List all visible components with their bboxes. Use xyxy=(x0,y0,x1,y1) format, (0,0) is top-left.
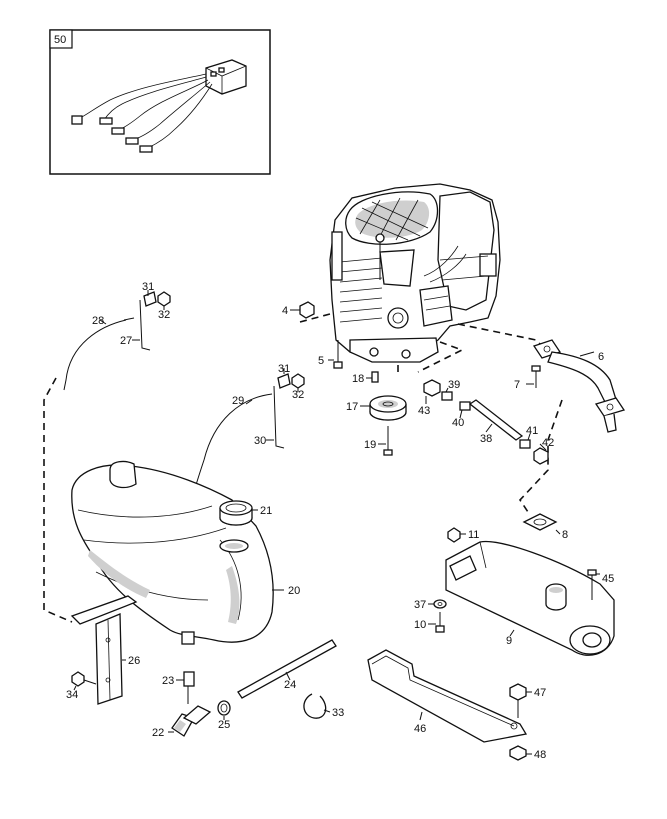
part-31-clip-upper: 31 xyxy=(142,281,157,307)
part-11-nut: 11 xyxy=(447,527,479,543)
callout-19: 19 xyxy=(364,439,376,451)
callout-43: 43 xyxy=(418,405,430,417)
part-19-bolt: 19 xyxy=(364,426,393,456)
callout-17: 17 xyxy=(346,401,358,413)
callout-31a: 31 xyxy=(142,281,154,293)
callout-39: 39 xyxy=(448,379,460,391)
dashed-connections xyxy=(43,313,563,623)
callout-21: 21 xyxy=(260,505,272,517)
callout-48: 48 xyxy=(534,749,546,761)
part-23-fitting: 23 xyxy=(162,671,195,704)
part-32-nut-upper: 32 xyxy=(157,291,171,321)
callout-40: 40 xyxy=(452,417,464,429)
part-31-clip-lower: 31 xyxy=(277,363,291,389)
engine xyxy=(329,183,501,363)
part-22-shutoff-valve: 22 xyxy=(152,705,212,739)
part-45-bolt: 45 xyxy=(587,569,614,600)
callout-45: 45 xyxy=(602,573,614,585)
callout-11: 11 xyxy=(468,529,479,541)
callout-42: 42 xyxy=(542,437,554,449)
callout-20: 20 xyxy=(288,585,300,597)
callout-6: 6 xyxy=(598,351,604,363)
callout-9: 9 xyxy=(506,635,512,647)
part-41-clamp: 41 xyxy=(519,425,538,449)
part-48-nut: 48 xyxy=(509,745,546,761)
part-33-cable-tie: 33 xyxy=(303,693,344,719)
callout-10: 10 xyxy=(414,619,426,631)
callout-32a: 32 xyxy=(158,309,170,321)
callout-8: 8 xyxy=(562,529,568,541)
part-39-clamp: 39 xyxy=(441,379,460,401)
callout-32b: 32 xyxy=(292,389,304,401)
part-6-exhaust-pipe: 6 xyxy=(532,339,626,433)
callout-30: 30 xyxy=(254,435,266,447)
callout-18: 18 xyxy=(352,373,364,385)
part-18-key: 18 xyxy=(352,371,379,385)
part-24-fuel-hose: 24 xyxy=(237,639,337,699)
part-32-nut-lower: 32 xyxy=(291,373,305,401)
part-26-bracket: 26 xyxy=(70,595,140,705)
callout-23: 23 xyxy=(162,675,174,687)
part-34-bolt: 34 xyxy=(66,671,97,701)
callout-41: 41 xyxy=(526,425,538,437)
callout-26: 26 xyxy=(128,655,140,667)
part-21-fuel-cap: 21 xyxy=(219,500,272,526)
part-5-bolt: 5 xyxy=(318,340,343,369)
part-37-washer: 37 xyxy=(414,599,447,611)
callout-25: 25 xyxy=(218,719,230,731)
part-40-clamp: 40 xyxy=(452,401,471,429)
part-43-fitting: 43 xyxy=(418,379,441,417)
part-47-bolt: 47 xyxy=(509,683,546,718)
callout-38: 38 xyxy=(480,433,492,445)
part-20-fuel-tank: 20 xyxy=(71,460,300,645)
part-29-cable: 29 xyxy=(191,393,273,501)
callout-37: 37 xyxy=(414,599,426,611)
callout-31b: 31 xyxy=(278,363,290,375)
inset-wiring-harness: 50 xyxy=(49,29,271,175)
part-10-bolt: 10 xyxy=(414,612,445,633)
callout-22: 22 xyxy=(152,727,164,739)
part-38-fuel-hose: 38 xyxy=(468,399,524,445)
part-4-nut: 4 xyxy=(282,301,315,319)
part-9-muffler: 9 xyxy=(445,540,615,656)
part-27-rod: 27 xyxy=(120,299,151,351)
callout-5: 5 xyxy=(318,355,324,367)
part-17-pulley: 17 xyxy=(346,395,407,421)
callout-50: 50 xyxy=(54,34,66,46)
callout-46: 46 xyxy=(414,723,426,735)
part-25-clamp: 25 xyxy=(217,700,231,731)
part-8-gasket: 8 xyxy=(522,513,568,541)
part-30-rod: 30 xyxy=(254,385,285,449)
callout-34: 34 xyxy=(66,689,78,701)
callout-27: 27 xyxy=(120,335,132,347)
callout-28: 28 xyxy=(92,315,104,327)
callout-7: 7 xyxy=(514,379,520,391)
callout-24: 24 xyxy=(284,679,296,691)
part-46-heat-shield: 46 xyxy=(367,649,528,743)
callout-4: 4 xyxy=(282,305,288,317)
harness-connector xyxy=(205,59,247,95)
callout-29: 29 xyxy=(232,395,244,407)
callout-47: 47 xyxy=(534,687,546,699)
part-28-cable: 28 xyxy=(63,315,135,391)
part-42-fitting: 42 xyxy=(533,437,554,465)
callout-33: 33 xyxy=(332,707,344,719)
part-7-bolt: 7 xyxy=(514,365,541,391)
